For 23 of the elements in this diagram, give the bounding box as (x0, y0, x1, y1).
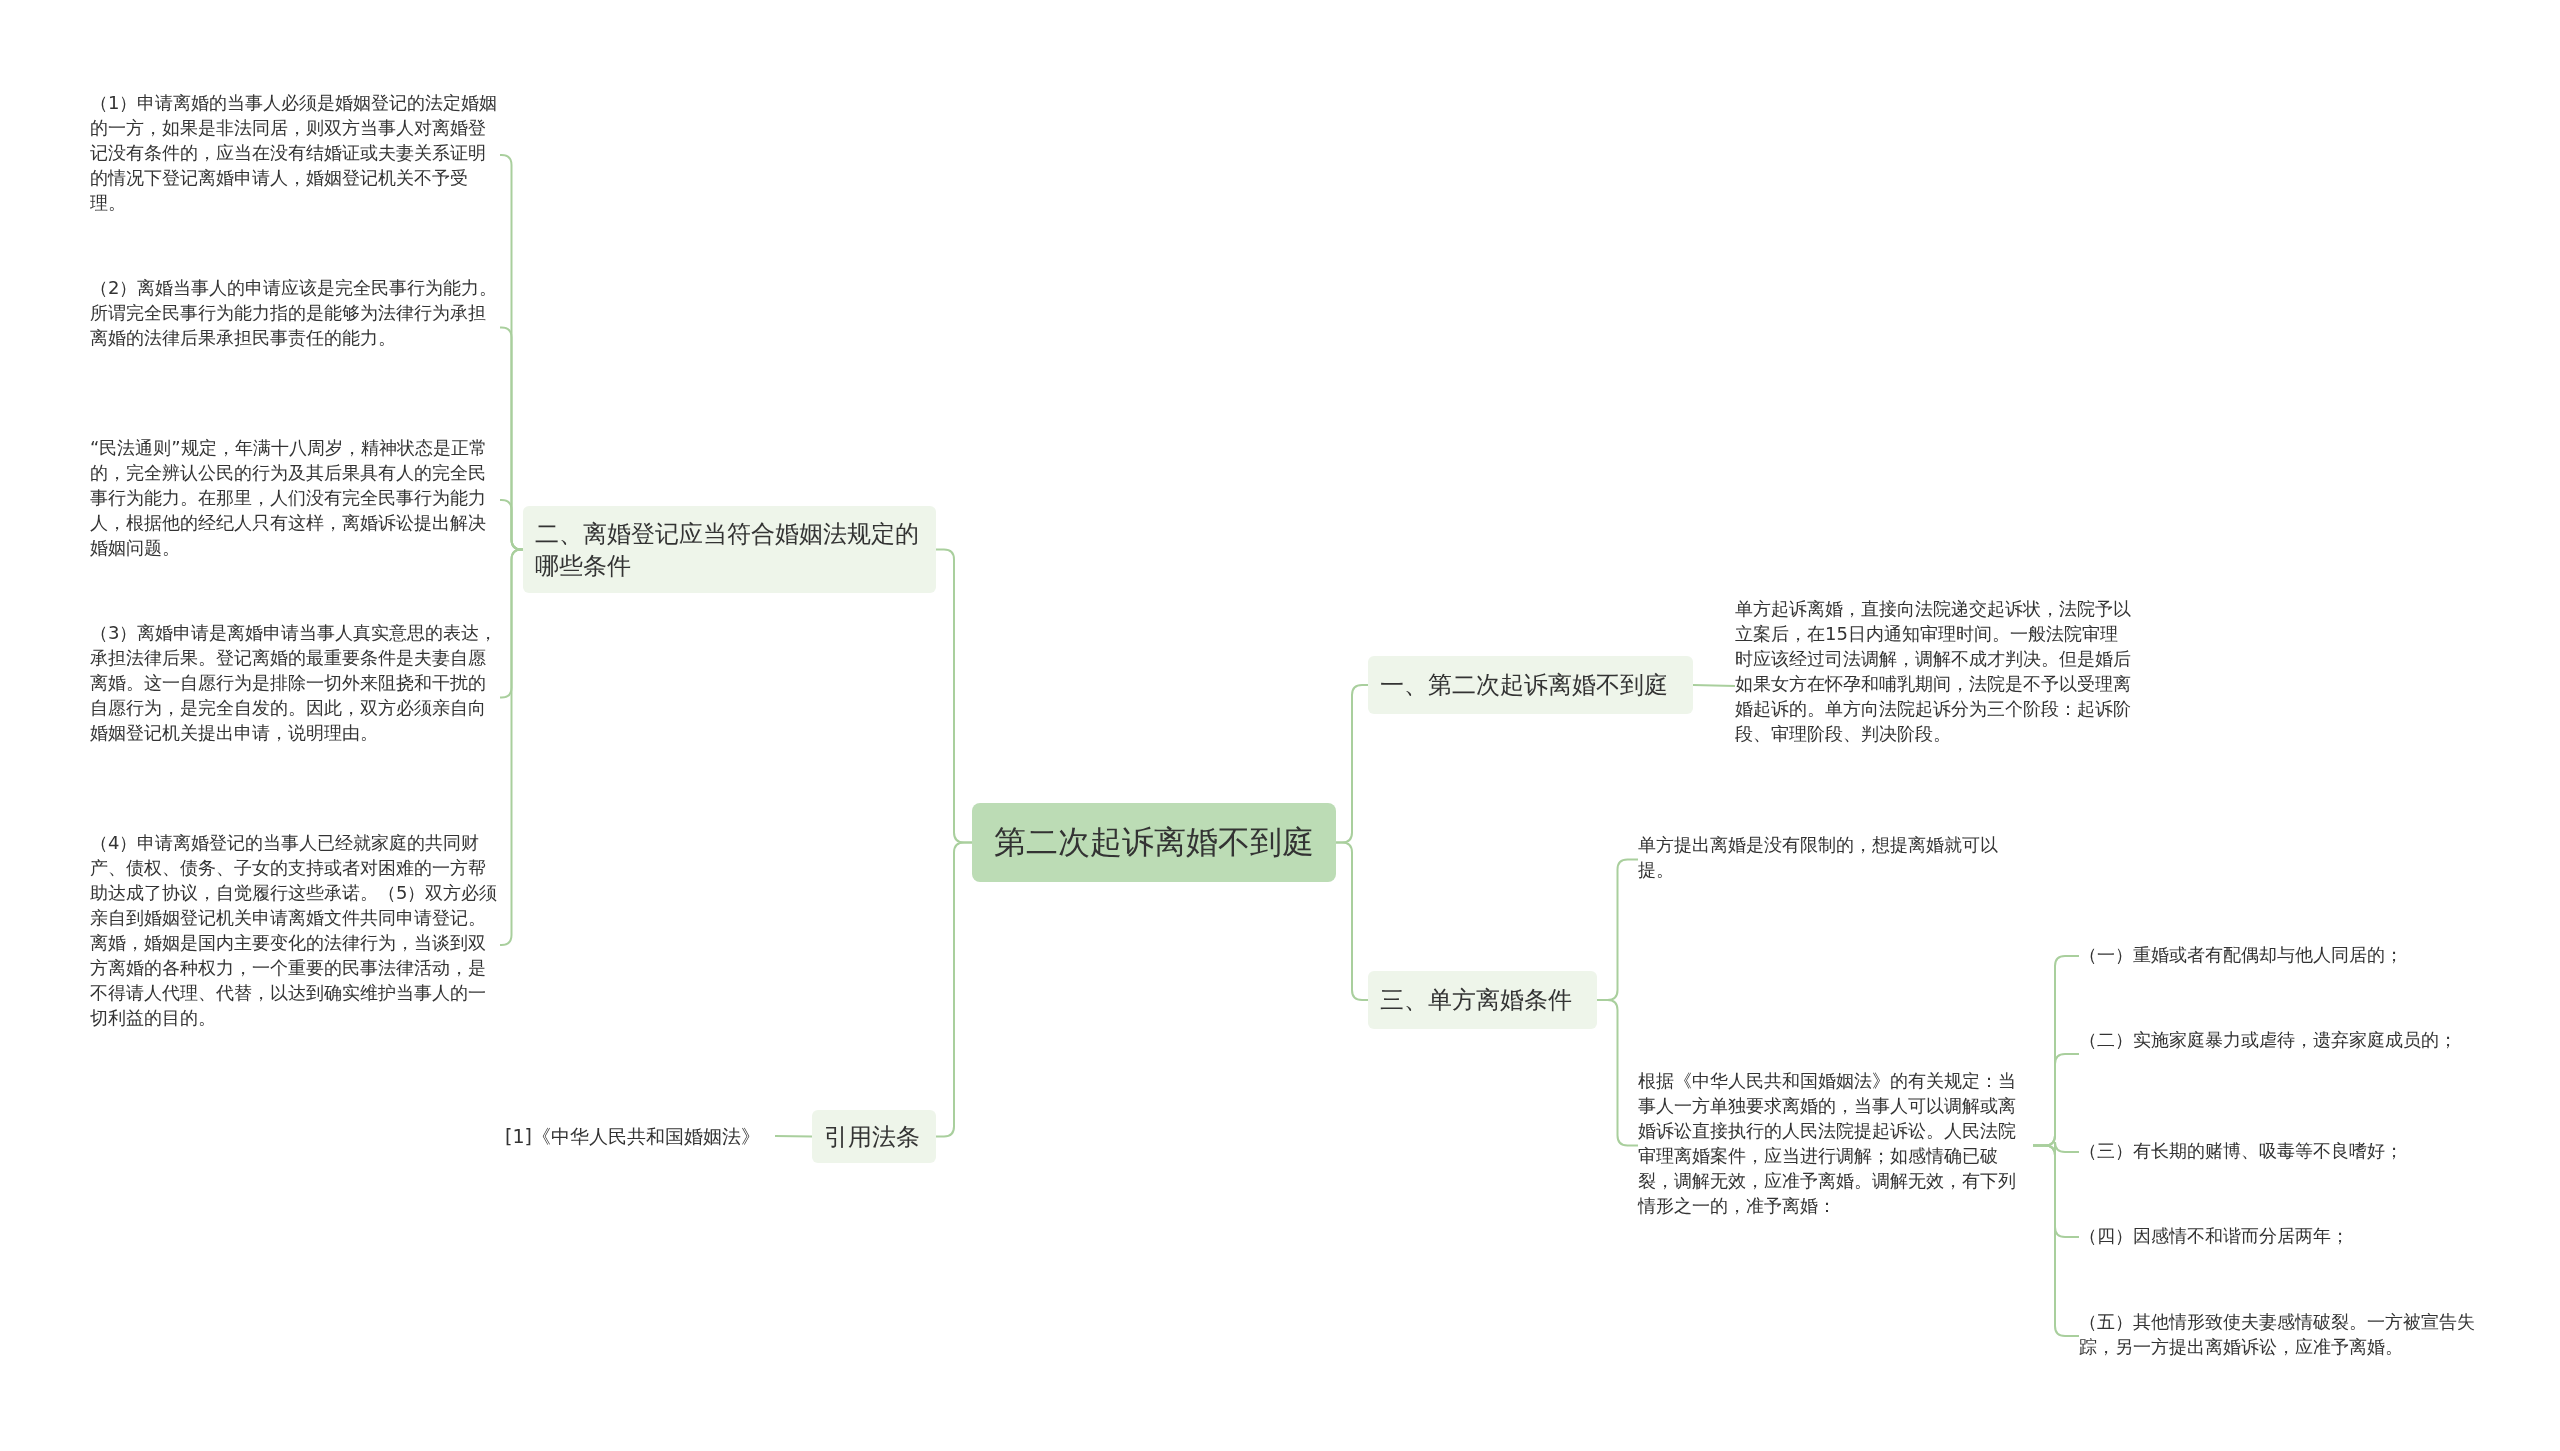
note-text: （五）其他情形致使夫妻感情破裂。一方被宣告失踪，另一方提出离婚诉讼，应准予离婚。 (2079, 1309, 2479, 1363)
note-text: （4）申请离婚登记的当事人已经就家庭的共同财产、债权、债务、子女的支持或者对困难的一方帮助达成了协议，自觉履行这些承诺。（5）双方必须亲自到婚姻登记机关申请离婚文件共同申请登记。离婚，婚姻是国内主要变化的法律行为，当谈到双方离婚的各种权力，一个重要的民事法律活动，是不得请人代理、代替，以达到确实维护当事人的一切利益的目的。 (90, 830, 500, 1060)
topic-box: 一、第二次起诉离婚不到庭 (1368, 656, 1693, 714)
note-text: （2）离婚当事人的申请应该是完全民事行为能力。所谓完全民事行为能力指的是能够为法律行为承担离婚的法律后果承担民事责任的能力。 (90, 275, 500, 380)
connector-line (935, 841, 973, 1138)
note-text: （3）离婚申请是离婚申请当事人真实意思的表达，承担法律后果。登记离婚的最重要条件是夫妻自愿离婚。这一自愿行为是排除一切外来阻挠和干扰的自愿行为，是完全自发的。因此，双方必须亲自向婚姻登记机关提出申请，说明理由。 (90, 620, 500, 775)
note-text: （一）重婚或者有配偶却与他人同居的； (2079, 942, 2479, 970)
central-topic-box: 第二次起诉离婚不到庭 (972, 803, 1336, 882)
connector-line (1692, 684, 1736, 687)
note-text: （1）申请离婚的当事人必须是婚姻登记的法定婚姻的一方，如果是非法同居，则双方当事人对离婚登记没有条件的，应当在没有结婚证或夫妻关系证明的情况下登记离婚申请人，婚姻登记机关不予受理。 (90, 90, 500, 220)
note-text: （二）实施家庭暴力或虐待，遗弃家庭成员的； (2079, 1027, 2479, 1081)
connector-line (499, 499, 524, 551)
note-text: （四）因感情不和谐而分居两年； (2079, 1223, 2479, 1251)
topic-box: 二、离婚登记应当符合婚姻法规定的哪些条件 (523, 506, 936, 593)
reference-text: [1]《中华人民共和国婚姻法》 (505, 1120, 775, 1152)
topic-box: 三、单方离婚条件 (1368, 971, 1597, 1029)
note-text: “民法通则”规定，年满十八周岁，精神状态是正常的，完全辨认公民的行为及其后果具有人的完全民事行为能力。在那里，人们没有完全民事行为能力人，根据他的经纪人只有这样，离婚诉讼提出解决婚姻问题。 (90, 435, 500, 565)
topic-box: 引用法条 (812, 1110, 936, 1163)
note-text: 单方起诉离婚，直接向法院递交起诉状，法院予以立案后，在15日内通知审理时间。一般法院审理时应该经过司法调解，调解不成才判决。但是婚后如果女方在怀孕和哺乳期间，法院是不予以受理离婚起诉的。单方向法院起诉分为三个阶段：起诉阶段、审理阶段、判决阶段。 (1735, 596, 2135, 776)
connector-line (774, 1135, 813, 1138)
note-text: 根据《中华人民共和国婚姻法》的有关规定：当事人一方单独要求离婚的，当事人可以调解或离婚诉讼直接执行的人民法院提起诉讼。人民法院审理离婚案件，应当进行调解；如感情确已破裂，调解无效，应准予离婚。调解无效，有下列情形之一的，准予离婚： (1638, 1068, 2033, 1223)
note-text: （三）有长期的赌博、吸毒等不良嗜好； (2079, 1138, 2479, 1166)
note-text: 单方提出离婚是没有限制的，想提离婚就可以提。 (1638, 832, 2033, 887)
